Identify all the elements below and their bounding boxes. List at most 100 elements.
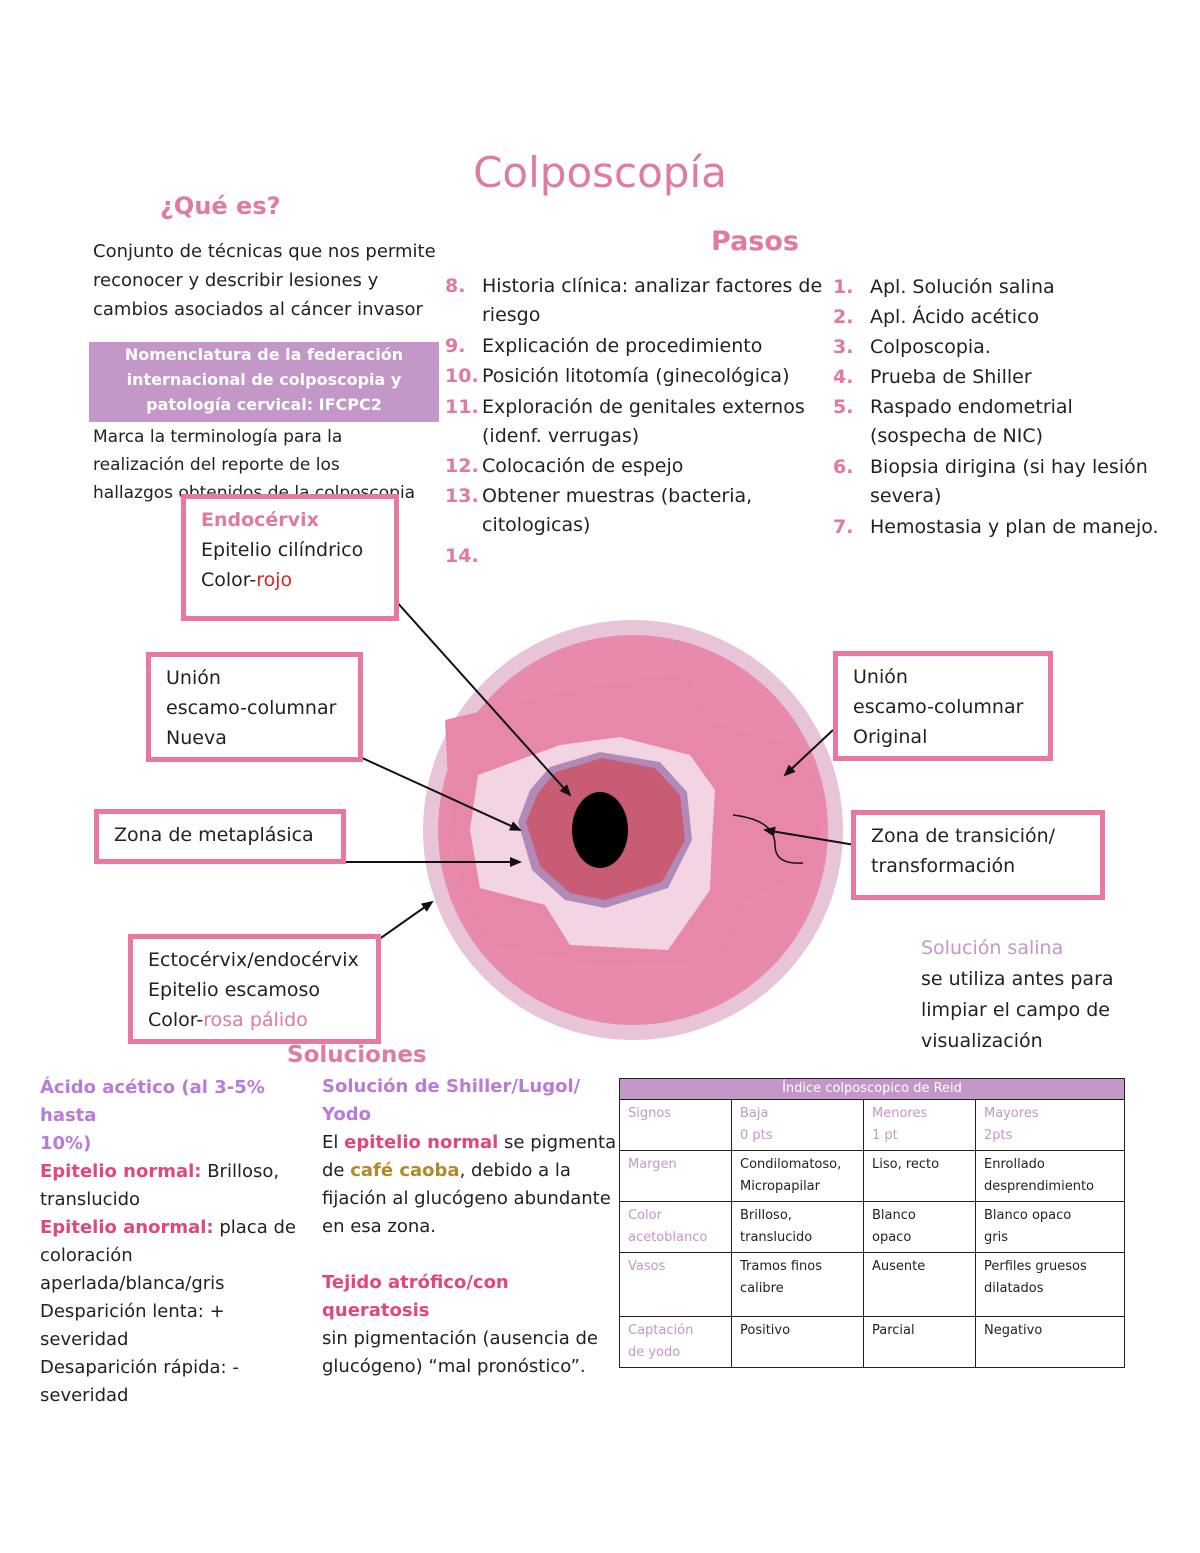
paso-text: Colposcopia. [870, 336, 991, 358]
reid-cell-text: Blanco opaco [984, 1208, 1072, 1223]
que-es-line: reconocer y describir lesiones y [93, 270, 379, 291]
tejido-line: sin pigmentación (ausencia de [322, 1328, 598, 1349]
nomenclatura-desc-line: realización del reporte de los [93, 455, 340, 475]
paso-number: 5. [833, 396, 854, 418]
reid-label-text: Captación [628, 1323, 694, 1338]
page-title: Colposcopía [473, 148, 727, 197]
spacer [322, 1241, 617, 1269]
paso-text: Exploración de genitales externos [482, 396, 805, 418]
nomenclatura-line: internacional de colposcopia y [126, 370, 402, 389]
endocervix-color: Color-rojo [201, 565, 379, 595]
arrow-zona-transicion [763, 826, 856, 846]
reid-cell: Brilloso,translucido [731, 1201, 864, 1253]
pasos-heading: Pasos [711, 226, 799, 257]
reid-cell-text: Condilomatoso, [740, 1157, 842, 1172]
paso-text: Colocación de espejo [482, 455, 684, 477]
paso-text: severa) [870, 485, 942, 507]
que-es-line: Conjunto de técnicas que nos permite [93, 241, 436, 262]
reid-cell: Enrollado desprendimiento [975, 1150, 1125, 1202]
reid-cell-text: desprendimiento [984, 1179, 1094, 1194]
reid-cell-text: Enrollado [984, 1157, 1045, 1172]
reid-label-text: Color [628, 1208, 662, 1223]
acido-line: Desparición lenta: + [40, 1301, 225, 1322]
shiller-line: fijación al glucógeno abundante [322, 1188, 611, 1209]
nomenclatura-desc-line: Marca la terminología para la [93, 427, 343, 447]
paso-text: Hemostasia y plan de manejo. [870, 516, 1159, 538]
nomenclatura-line: Nomenclatura de la federación [124, 345, 404, 364]
color-value: rojo [256, 569, 293, 591]
paso-text: (idenf. verrugas) [482, 425, 640, 447]
paso-text: Apl. Solución salina [870, 276, 1055, 298]
paso-text: Prueba de Shiller [870, 366, 1032, 388]
label-zona-metaplasica: Zona de metaplásica [94, 809, 346, 864]
paso-5: 5. Raspado endometrial(sospecha de NIC) [833, 393, 1173, 451]
reid-cell-text: Brilloso, [740, 1208, 792, 1223]
que-es-heading: ¿Qué es? [160, 192, 281, 220]
epitelio-anormal-label: Epitelio anormal: [40, 1217, 214, 1238]
cervical-os [572, 792, 628, 868]
reid-cell: Blanco opaco [863, 1201, 976, 1253]
paso-3: 3. Colposcopia. [833, 333, 1173, 362]
arrow-ectocervix [377, 900, 434, 941]
solucion-salina-note: Solución salina se utiliza antes para li… [921, 933, 1114, 1057]
label-union-original: Unión escamo-columnar Original [833, 651, 1053, 761]
ectocervix-title: Ectocérvix/endocérvix [148, 949, 359, 971]
reid-cell: Ausente [863, 1252, 976, 1317]
solucion-salina-line: se utiliza antes para [921, 968, 1114, 990]
reid-header-menores: Menores 1 pt [863, 1099, 976, 1151]
reid-cell: Liso, recto [863, 1150, 976, 1202]
table-row: Margen Condilomatoso, Micropapilar Liso, … [619, 1150, 1125, 1202]
shiller-text: se pigmenta [498, 1132, 617, 1153]
paso-number: 6. [833, 456, 854, 478]
reid-header-text: Menores [872, 1106, 928, 1121]
shiller-section: Solución de Shiller/Lugol/ Yodo El epite… [322, 1073, 617, 1381]
transition-bracket [732, 814, 804, 864]
solucion-salina-line: limpiar el campo de [921, 999, 1110, 1021]
paso-text: citologicas) [482, 514, 591, 536]
arrow-union-nueva [359, 756, 522, 831]
union-original-line: Unión [853, 666, 908, 688]
nomenclatura-box: Nomenclatura de la federación internacio… [89, 342, 439, 422]
acido-acetico-section: Ácido acético (al 3-5% hasta 10%) Epitel… [40, 1074, 310, 1410]
reid-header-text: 0 pts [740, 1128, 773, 1143]
paso-number: 14. [445, 545, 479, 567]
acido-line: Desaparición rápida: - [40, 1357, 239, 1378]
reid-cell-text: Positivo [740, 1323, 791, 1338]
arrow-union-original [783, 729, 834, 777]
reid-cell-text: Micropapilar [740, 1179, 820, 1194]
nomenclatura-line: patología cervical: IFCPC2 [146, 395, 382, 414]
soluciones-heading: Soluciones [287, 1042, 427, 1068]
paso-text: (sospecha de NIC) [870, 425, 1044, 447]
shiller-highlight: café caoba [350, 1160, 460, 1181]
reid-header-text: 1 pt [872, 1128, 898, 1143]
paso-text: Explicación de procedimiento [482, 335, 763, 357]
paso-text: riesgo [482, 304, 541, 326]
reid-cell-text: Blanco [872, 1208, 916, 1223]
acido-line: aperlada/blanca/gris [40, 1273, 225, 1294]
paso-text: Obtener muestras (bacteria, [482, 485, 753, 507]
acido-line: severidad [40, 1329, 129, 1350]
reid-cell: Condilomatoso, Micropapilar [731, 1150, 864, 1202]
reid-label-text: Margen [628, 1157, 677, 1172]
union-original-line: Original [853, 726, 928, 748]
reid-cell-text: Ausente [872, 1259, 926, 1274]
reid-cell-text: opaco [872, 1230, 912, 1245]
paso-10: 10. Posición litotomía (ginecológica) [445, 362, 835, 391]
reid-label-text: acetoblanco [628, 1230, 708, 1245]
zona-transicion-line: Zona de transición/ [871, 825, 1056, 847]
epitelio-normal-text: translucido [40, 1189, 141, 1210]
epitelio-normal-line: Epitelio normal: Brilloso, [40, 1158, 310, 1186]
paso-2: 2. Apl. Ácido acético [833, 303, 1173, 332]
union-nueva-line: Unión [166, 667, 221, 689]
